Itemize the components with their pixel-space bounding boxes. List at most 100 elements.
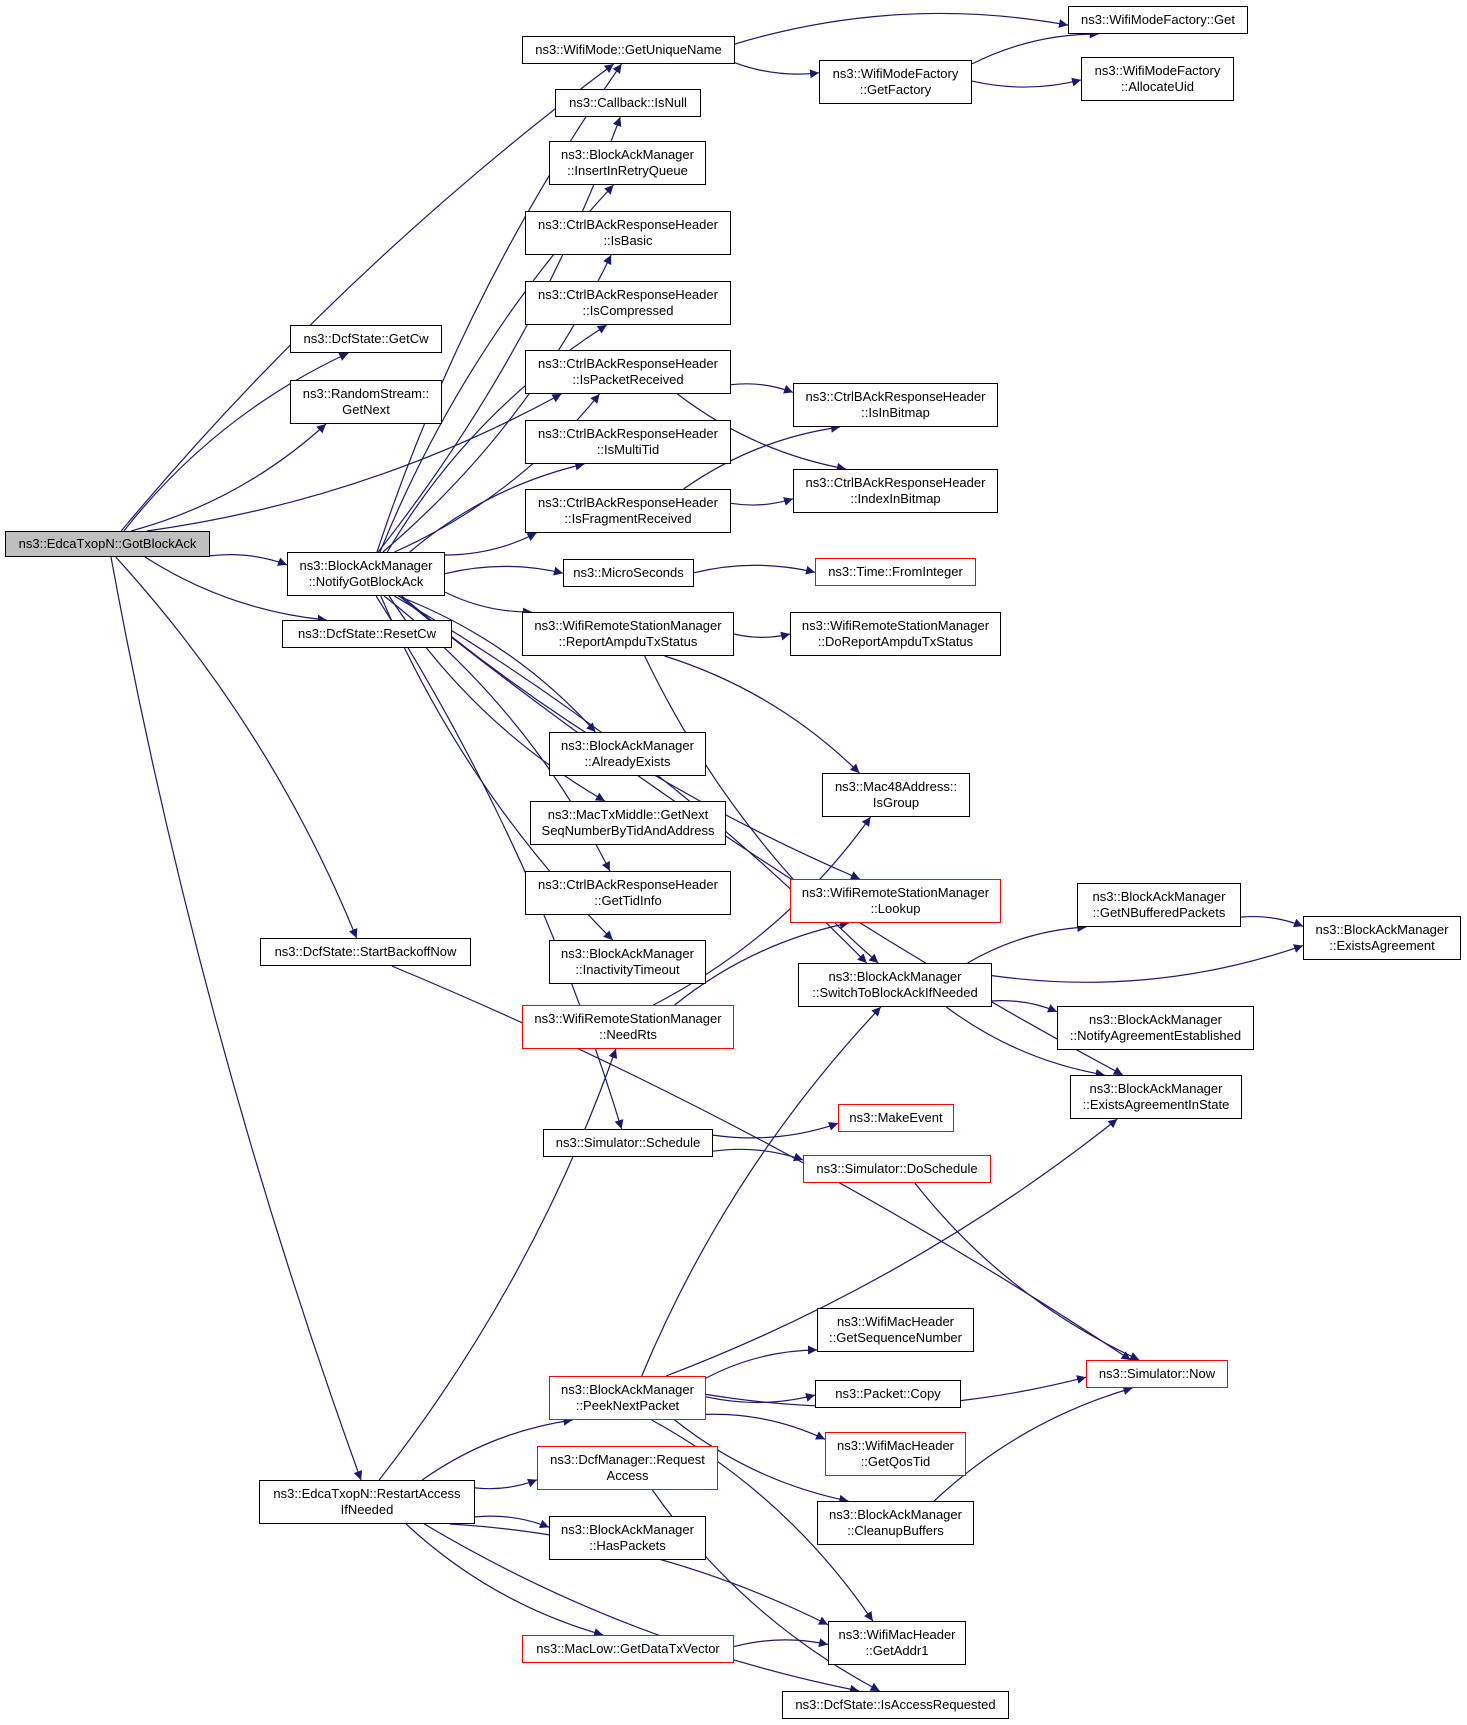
node-getqostid[interactable]: ns3::WifiMacHeader::GetQosTid <box>825 1432 966 1476</box>
node-isgroup[interactable]: ns3::Mac48Address::IsGroup <box>822 773 970 817</box>
node-frominteger[interactable]: ns3::Time::FromInteger <box>815 558 976 586</box>
node-label-line: ::CleanupBuffers <box>847 1523 944 1538</box>
node-alreadyexists[interactable]: ns3::BlockAckManager::AlreadyExists <box>549 732 706 776</box>
edge-reportampdu-to-isgroup <box>664 655 860 774</box>
node-label-line: ns3::WifiMacHeader <box>836 1314 955 1329</box>
node-label-line: ns3::CtrlBAckResponseHeader <box>538 217 718 232</box>
node-existsinstate[interactable]: ns3::BlockAckManager::ExistsAgreementInS… <box>1070 1075 1242 1119</box>
node-label-line: ns3::CtrlBAckResponseHeader <box>805 389 986 404</box>
node-ispacketrecv[interactable]: ns3::CtrlBAckResponseHeader::IsPacketRec… <box>525 350 731 394</box>
edge-ispacketrecv-to-isinbitmap <box>730 383 794 394</box>
node-label-line: ::ReportAmpduTxStatus <box>558 634 698 649</box>
node-lookup[interactable]: ns3::WifiRemoteStationManager::Lookup <box>790 879 1001 923</box>
node-label-line: ns3::BlockAckManager <box>1315 922 1449 937</box>
node-cleanupbuffers[interactable]: ns3::BlockAckManager::CleanupBuffers <box>817 1501 974 1545</box>
edge-reportampdu-to-doreportampdu <box>733 631 791 641</box>
node-getdatatx[interactable]: ns3::MacLow::GetDataTxVector <box>522 1635 734 1663</box>
node-label-line: ::Lookup <box>870 901 921 916</box>
node-label-line: ns3::CtrlBAckResponseHeader <box>538 495 718 510</box>
node-needrts[interactable]: ns3::WifiRemoteStationManager::NeedRts <box>522 1005 734 1049</box>
node-cbisnull[interactable]: ns3::Callback::IsNull <box>555 89 701 117</box>
edge-schedule-to-doschedule <box>712 1148 804 1162</box>
node-rsgetnext[interactable]: ns3::RandomStream::GetNext <box>290 380 442 424</box>
node-getseqnum[interactable]: ns3::WifiMacHeader::GetSequenceNumber <box>817 1308 974 1352</box>
edge-notifygot-to-existsinstate <box>398 595 1124 1076</box>
node-label-line: SeqNumberByTidAndAddress <box>541 823 715 838</box>
edge-ispacketrecv-to-indexinbitmap <box>677 393 847 472</box>
node-label-line: ::IsInBitmap <box>861 405 930 420</box>
node-label-line: ::ExistsAgreement <box>1329 938 1435 953</box>
node-label-line: ::GetQosTid <box>860 1454 931 1469</box>
node-getnbuffered[interactable]: ns3::BlockAckManager::GetNBufferedPacket… <box>1077 883 1241 927</box>
node-label-line: ns3::BlockAckManager <box>561 147 694 162</box>
node-label-line: ns3::CtrlBAckResponseHeader <box>538 356 718 371</box>
node-label-line: ::AllocateUid <box>1121 79 1194 94</box>
node-peeknext[interactable]: ns3::BlockAckManager::PeekNextPacket <box>549 1376 706 1420</box>
node-label-line: ns3::DcfState::StartBackoffNow <box>274 944 457 959</box>
node-label-line: ns3::MacLow::GetDataTxVector <box>536 1641 720 1656</box>
edge-peeknext-to-getseqnum <box>705 1345 818 1379</box>
node-microseconds[interactable]: ns3::MicroSeconds <box>563 559 694 587</box>
node-inactivity[interactable]: ns3::BlockAckManager::InactivityTimeout <box>549 940 706 984</box>
edge-root-to-restart <box>110 556 363 1481</box>
node-isbasic[interactable]: ns3::CtrlBAckResponseHeader::IsBasic <box>525 211 731 255</box>
node-doreportampdu[interactable]: ns3::WifiRemoteStationManager::DoReportA… <box>790 612 1001 656</box>
node-getuniquename[interactable]: ns3::WifiMode::GetUniqueName <box>522 36 735 64</box>
edge-schedule-to-makeevent <box>712 1122 839 1139</box>
node-label-line: ns3::BlockAckManager <box>561 946 694 961</box>
edge-notifygot-to-isfragrecv <box>444 532 537 556</box>
node-startbackoff[interactable]: ns3::DcfState::StartBackoffNow <box>260 938 471 966</box>
node-notifygot[interactable]: ns3::BlockAckManager::NotifyGotBlockAck <box>287 552 445 596</box>
node-switchba[interactable]: ns3::BlockAckManager::SwitchToBlockAckIf… <box>798 963 992 1007</box>
node-label-line: ::IsBasic <box>603 233 653 248</box>
node-isinbitmap[interactable]: ns3::CtrlBAckResponseHeader::IsInBitmap <box>793 383 998 427</box>
node-modefactoryget[interactable]: ns3::WifiModeFactory::Get <box>1068 6 1248 34</box>
edge-root-to-getuniquename <box>120 63 615 532</box>
node-label-line: ns3::WifiMacHeader <box>838 1627 956 1642</box>
node-label-line: ns3::Mac48Address:: <box>834 779 958 794</box>
node-iscompressed[interactable]: ns3::CtrlBAckResponseHeader::IsCompresse… <box>525 281 731 325</box>
edge-restart-to-needrts <box>378 1048 618 1481</box>
edge-peeknext-to-existsinstate <box>665 1118 1118 1377</box>
node-label-line: ns3::CtrlBAckResponseHeader <box>538 426 718 441</box>
edge-root-to-startbackoff <box>115 556 358 939</box>
node-getfactory[interactable]: ns3::WifiModeFactory::GetFactory <box>819 60 972 104</box>
edge-getfactory-to-modefactoryget <box>971 29 1099 65</box>
node-notifyagreement[interactable]: ns3::BlockAckManager::NotifyAgreementEst… <box>1057 1006 1254 1050</box>
node-schedule[interactable]: ns3::Simulator::Schedule <box>543 1129 713 1157</box>
node-label-line: ns3::EdcaTxopN::RestartAccess <box>273 1486 461 1501</box>
edge-notifygot-to-microseconds <box>444 565 564 576</box>
node-label-line: ::DoReportAmpduTxStatus <box>817 634 974 649</box>
node-indexinbitmap[interactable]: ns3::CtrlBAckResponseHeader::IndexInBitm… <box>793 469 998 513</box>
node-allocateuid[interactable]: ns3::WifiModeFactory::AllocateUid <box>1081 57 1234 101</box>
node-doschedule[interactable]: ns3::Simulator::DoSchedule <box>803 1155 991 1183</box>
node-getcw[interactable]: ns3::DcfState::GetCw <box>290 325 442 353</box>
node-insertretry[interactable]: ns3::BlockAckManager::InsertInRetryQueue <box>549 141 706 185</box>
node-simnow[interactable]: ns3::Simulator::Now <box>1086 1360 1228 1388</box>
node-reportampdu[interactable]: ns3::WifiRemoteStationManager::ReportAmp… <box>522 612 734 656</box>
edge-getnbuffered-to-existsagreement <box>1240 916 1304 928</box>
node-label-line: ::InsertInRetryQueue <box>567 163 688 178</box>
node-label-line: ns3::DcfState::GetCw <box>303 331 429 346</box>
node-label-line: ::IsPacketReceived <box>572 372 684 387</box>
node-isaccessreq[interactable]: ns3::DcfState::IsAccessRequested <box>782 1691 1009 1719</box>
node-haspackets[interactable]: ns3::BlockAckManager::HasPackets <box>549 1516 706 1560</box>
node-label-line: ns3::WifiRemoteStationManager <box>801 618 990 633</box>
edge-notifygot-to-ispacketrecv <box>394 393 600 553</box>
node-gettidinfo[interactable]: ns3::CtrlBAckResponseHeader::GetTidInfo <box>525 871 731 915</box>
edge-notifygot-to-getuniquename <box>376 63 622 553</box>
edge-peeknext-to-getqostid <box>705 1413 826 1440</box>
node-resetcw[interactable]: ns3::DcfState::ResetCw <box>282 620 452 648</box>
node-makeevent[interactable]: ns3::MakeEvent <box>838 1104 954 1132</box>
node-packetcopy[interactable]: ns3::Packet::Copy <box>815 1380 961 1408</box>
node-ismultitid[interactable]: ns3::CtrlBAckResponseHeader::IsMultiTid <box>525 420 731 464</box>
node-isfragrecv[interactable]: ns3::CtrlBAckResponseHeader::IsFragmentR… <box>525 489 731 533</box>
node-existsagreement[interactable]: ns3::BlockAckManager::ExistsAgreement <box>1303 916 1461 960</box>
node-getaddr1[interactable]: ns3::WifiMacHeader::GetAddr1 <box>828 1621 966 1665</box>
node-label-line: ns3::BlockAckManager <box>828 969 962 984</box>
edge-notifygot-to-schedule <box>375 595 624 1130</box>
